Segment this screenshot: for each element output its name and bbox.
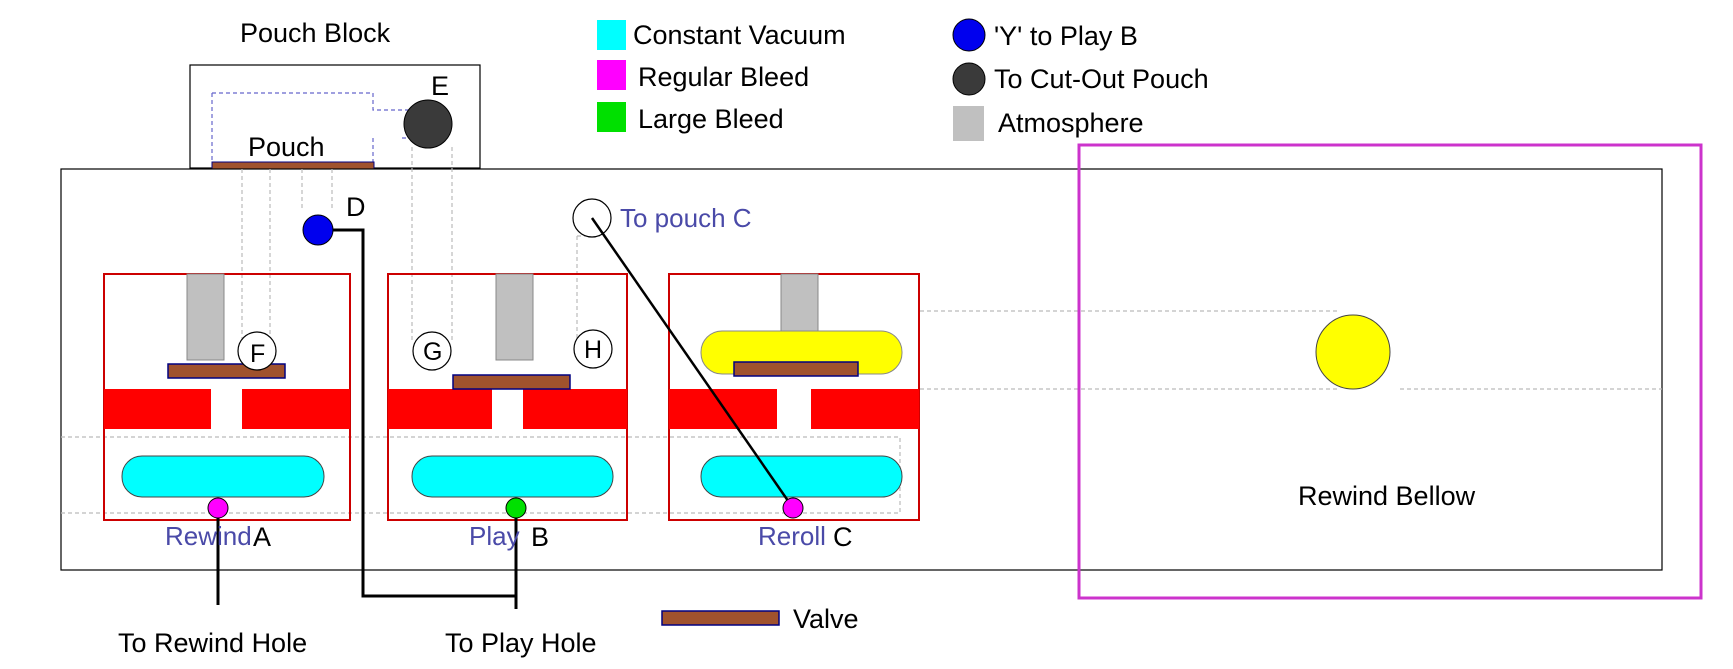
reroll-valve-name: Reroll [758, 521, 826, 551]
reroll-regular-bleed [782, 497, 804, 519]
pouch-leather [211, 161, 375, 170]
valve-legend-label: Valve [793, 604, 859, 634]
point-h-label: H [584, 336, 602, 364]
point-a-label: A [253, 522, 271, 552]
rewind-regular-bleed [207, 497, 229, 519]
rewind-valve-name: Rewind [165, 521, 252, 551]
point-c-label: C [833, 522, 853, 552]
regular-bleed-swatch [597, 60, 626, 90]
to-rewind-hole-label: To Rewind Hole [118, 628, 307, 658]
play-seat-left [388, 389, 492, 429]
cutout-pouch-swatch [952, 62, 986, 96]
constant-vacuum-label: Constant Vacuum [633, 20, 846, 50]
atmosphere-label: Atmosphere [998, 108, 1144, 138]
y-to-play-label: 'Y' to Play B [994, 21, 1138, 51]
valve-swatch [661, 610, 780, 626]
regular-bleed-label: Regular Bleed [638, 62, 809, 92]
reroll-valve-disc [733, 361, 859, 377]
play-valve-name: Play [469, 521, 520, 551]
to-cutout-pouch-label: To Cut-Out Pouch [994, 64, 1209, 94]
point-f-label: F [250, 340, 265, 368]
play-valve-disc [452, 374, 571, 390]
to-play-hole-label: To Play Hole [445, 628, 597, 658]
rewind-seat-left [104, 389, 211, 429]
point-d-label: D [346, 192, 366, 222]
large-bleed-label: Large Bleed [638, 104, 784, 134]
play-stem [495, 273, 534, 361]
rewind-bellow-box [1077, 143, 1703, 600]
port-h-circle [573, 329, 613, 369]
rewind-vacuum-chamber [121, 455, 325, 498]
point-e-label: E [431, 71, 449, 101]
point-g-label: G [423, 338, 442, 366]
pouch-block-title: Pouch Block [240, 18, 391, 48]
y-to-play-swatch [952, 18, 986, 52]
rewind-bellow-port [1315, 314, 1391, 390]
y-to-play-line [318, 228, 518, 609]
pouch-c-line [590, 217, 795, 509]
reroll-vacuum-chamber [700, 455, 903, 498]
rewind-bellow-label: Rewind Bellow [1298, 481, 1476, 511]
atmosphere-swatch [953, 106, 984, 141]
cutout-pouch-port-e [403, 99, 453, 149]
pouch-label: Pouch [248, 132, 325, 162]
port-g-circle [412, 331, 452, 371]
play-seat-right [523, 389, 627, 429]
play-large-bleed [505, 497, 527, 519]
constant-vacuum-swatch [597, 20, 626, 50]
point-b-label: B [531, 522, 549, 552]
to-pouch-c-label: To pouch C [620, 203, 752, 233]
large-bleed-swatch [597, 102, 626, 132]
rewind-seat-right [242, 389, 350, 429]
play-vacuum-chamber [411, 455, 614, 498]
rewind-stem [186, 273, 225, 361]
port-f-circle [237, 331, 277, 371]
port-d-y-to-play [302, 214, 334, 246]
reroll-seat-right [811, 389, 919, 429]
